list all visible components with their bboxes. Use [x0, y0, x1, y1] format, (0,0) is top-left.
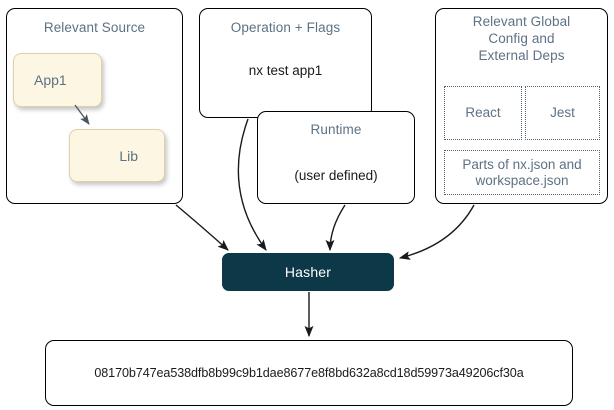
panel-runtime	[257, 111, 415, 204]
panel-operation-flags-title: Operation + Flags	[230, 20, 341, 35]
edge-relevant-source-to-hasher	[175, 204, 229, 251]
edge-runtime-to-hasher	[325, 204, 346, 252]
panel-runtime-body: (user defined)	[294, 168, 378, 183]
dep-chip-nx-json-line-1: Parts of nx.json and	[462, 156, 582, 172]
panel-relevant-source-title: Relevant Source	[43, 20, 146, 35]
panel-global-config-title-line-1: Relevant Global	[472, 14, 571, 29]
dep-chip-nx-json-line-2: workspace.json	[475, 172, 569, 188]
panel-operation-flags-body: nx test app1	[248, 63, 323, 78]
hasher-label: Hasher	[284, 264, 332, 280]
dep-chip-react-label: React	[465, 105, 501, 120]
source-box-app1[interactable]: App1	[13, 53, 102, 107]
hasher-box[interactable]: Hasher	[222, 253, 394, 291]
source-box-lib[interactable]: Lib	[69, 129, 165, 182]
panel-runtime-title: Runtime	[310, 122, 362, 137]
edge-global-config-to-hasher	[398, 204, 475, 260]
panel-global-config-title-line-2: Config and	[488, 31, 555, 46]
hash-result-box	[45, 340, 573, 406]
dep-chip-nx-json[interactable]: Parts of nx.json and workspace.json	[444, 150, 600, 195]
source-box-lib-label: Lib	[119, 147, 138, 164]
panel-operation-flags	[199, 8, 372, 118]
panel-relevant-global-config-title: Relevant Global Config and External Deps	[435, 13, 608, 64]
panel-global-config-title-line-3: External Deps	[478, 48, 565, 63]
source-box-app1-label: App1	[34, 72, 67, 88]
dep-chip-react[interactable]: React	[444, 86, 522, 140]
dep-chip-jest-label: Jest	[550, 105, 575, 120]
hash-result-value: 08170b747ea538dfb8b99c9b1dae8677e8f8bd63…	[94, 366, 524, 380]
dep-chip-jest[interactable]: Jest	[525, 86, 600, 140]
